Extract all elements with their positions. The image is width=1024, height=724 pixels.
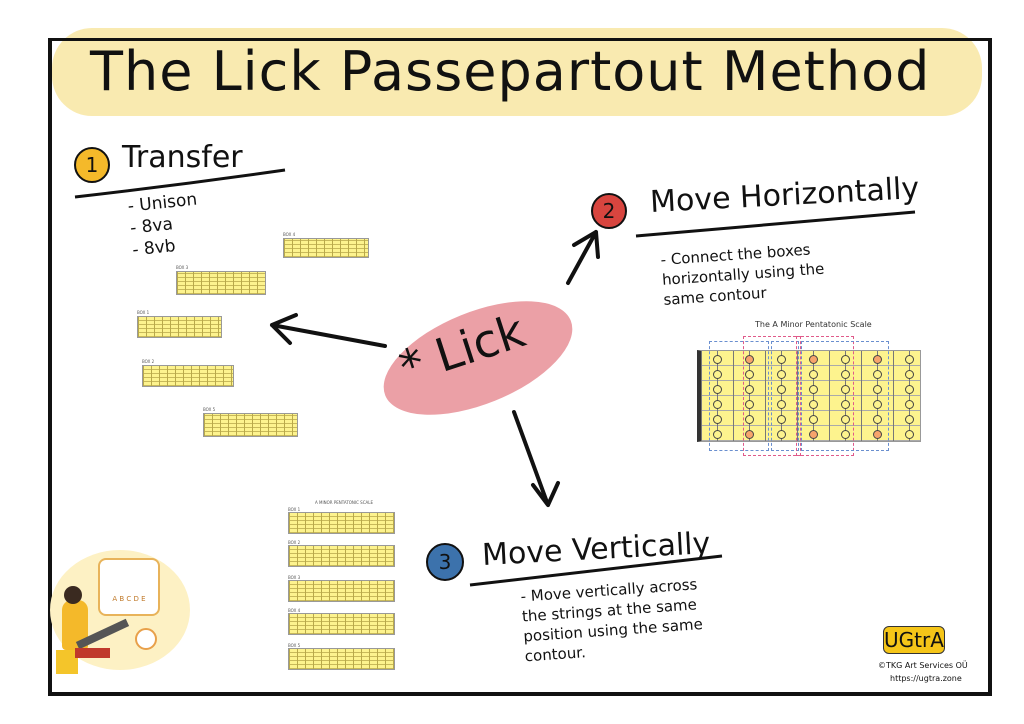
fretboard-card-icon <box>98 558 160 616</box>
box-label: BOX 2 <box>142 359 155 364</box>
note-dot <box>905 385 914 394</box>
note-dot <box>841 385 850 394</box>
step-1-list: - Unison - 8va - 8vb <box>127 189 203 262</box>
website-link[interactable]: https://ugtra.zone <box>890 674 962 683</box>
fretboard-box <box>142 365 234 387</box>
underline-3 <box>469 554 723 587</box>
note-dot <box>873 430 882 439</box>
box-label: BOX 3 <box>288 575 301 580</box>
fretboard-box <box>283 238 369 258</box>
fretboard-box <box>288 580 395 602</box>
note-dot <box>841 415 850 424</box>
title-highlight <box>52 28 982 116</box>
note-dot <box>841 370 850 379</box>
note-dot <box>809 355 818 364</box>
page-frame <box>48 38 992 696</box>
note-dot <box>745 385 754 394</box>
note-dot <box>873 355 882 364</box>
note-dot <box>873 415 882 424</box>
note-dot <box>905 430 914 439</box>
note-dot <box>777 430 786 439</box>
note-dot <box>713 385 722 394</box>
box-label: BOX 2 <box>288 540 301 545</box>
note-dot <box>905 400 914 409</box>
page-title: The Lick Passepartout Method <box>90 40 931 103</box>
box-label: BOX 5 <box>288 643 301 648</box>
letters: A B C D E <box>112 595 146 603</box>
note-dot <box>809 430 818 439</box>
copyright: ©TKG Art Services OÜ <box>878 661 968 670</box>
note-dot <box>777 370 786 379</box>
arrow-left-icon <box>270 313 387 348</box>
note-dot <box>809 415 818 424</box>
note-dot <box>873 370 882 379</box>
underline-1 <box>74 168 286 199</box>
note-dot <box>873 400 882 409</box>
note-dot <box>905 415 914 424</box>
box-label: BOX 4 <box>283 232 296 237</box>
guitarist-illustration: A B C D E <box>40 540 190 680</box>
note-dot <box>745 370 754 379</box>
box-label: BOX 1 <box>137 310 150 315</box>
note-dot <box>745 430 754 439</box>
step-3-note: - Move vertically across the strings at … <box>520 575 704 666</box>
box-label: BOX 1 <box>288 507 301 512</box>
box-label: BOX 4 <box>288 608 301 613</box>
full-fretboard <box>697 336 921 456</box>
clock-icon <box>135 628 157 650</box>
note-dot <box>809 370 818 379</box>
underline-2 <box>635 210 916 238</box>
note-dot <box>841 355 850 364</box>
vertical-chart-title: A MINOR PENTATONIC SCALE <box>315 500 373 505</box>
note-dot <box>713 430 722 439</box>
note-dot <box>873 385 882 394</box>
step-2-badge: 2 <box>591 193 627 229</box>
note-dot <box>905 370 914 379</box>
note-dot <box>809 400 818 409</box>
fretboard-box <box>288 613 395 635</box>
step-3-badge: 3 <box>426 543 464 581</box>
note-dot <box>777 385 786 394</box>
fretboard-box <box>288 545 395 567</box>
note-dot <box>713 415 722 424</box>
fretboard-box <box>203 413 298 437</box>
note-dot <box>841 430 850 439</box>
step-1-heading: Transfer <box>122 140 243 175</box>
note-dot <box>745 355 754 364</box>
box-label: BOX 3 <box>176 265 189 270</box>
note-dot <box>905 355 914 364</box>
fretboard-box <box>176 271 266 295</box>
note-dot <box>713 355 722 364</box>
fretboard-box <box>137 316 222 338</box>
step-1-badge: 1 <box>74 147 110 183</box>
horizontal-chart-title: The A Minor Pentatonic Scale <box>755 320 872 329</box>
note-dot <box>777 400 786 409</box>
fretboard-box <box>288 648 395 670</box>
arrow-down-icon <box>512 410 560 507</box>
box-label: BOX 5 <box>203 407 216 412</box>
note-dot <box>809 385 818 394</box>
arrow-up-right-icon <box>566 230 600 285</box>
fretboard-box <box>288 512 395 534</box>
note-dot <box>713 370 722 379</box>
note-dot <box>745 400 754 409</box>
note-dot <box>745 415 754 424</box>
ugtra-logo: UGtrA <box>883 626 945 654</box>
note-dot <box>777 355 786 364</box>
note-dot <box>841 400 850 409</box>
note-dot <box>777 415 786 424</box>
note-dot <box>713 400 722 409</box>
